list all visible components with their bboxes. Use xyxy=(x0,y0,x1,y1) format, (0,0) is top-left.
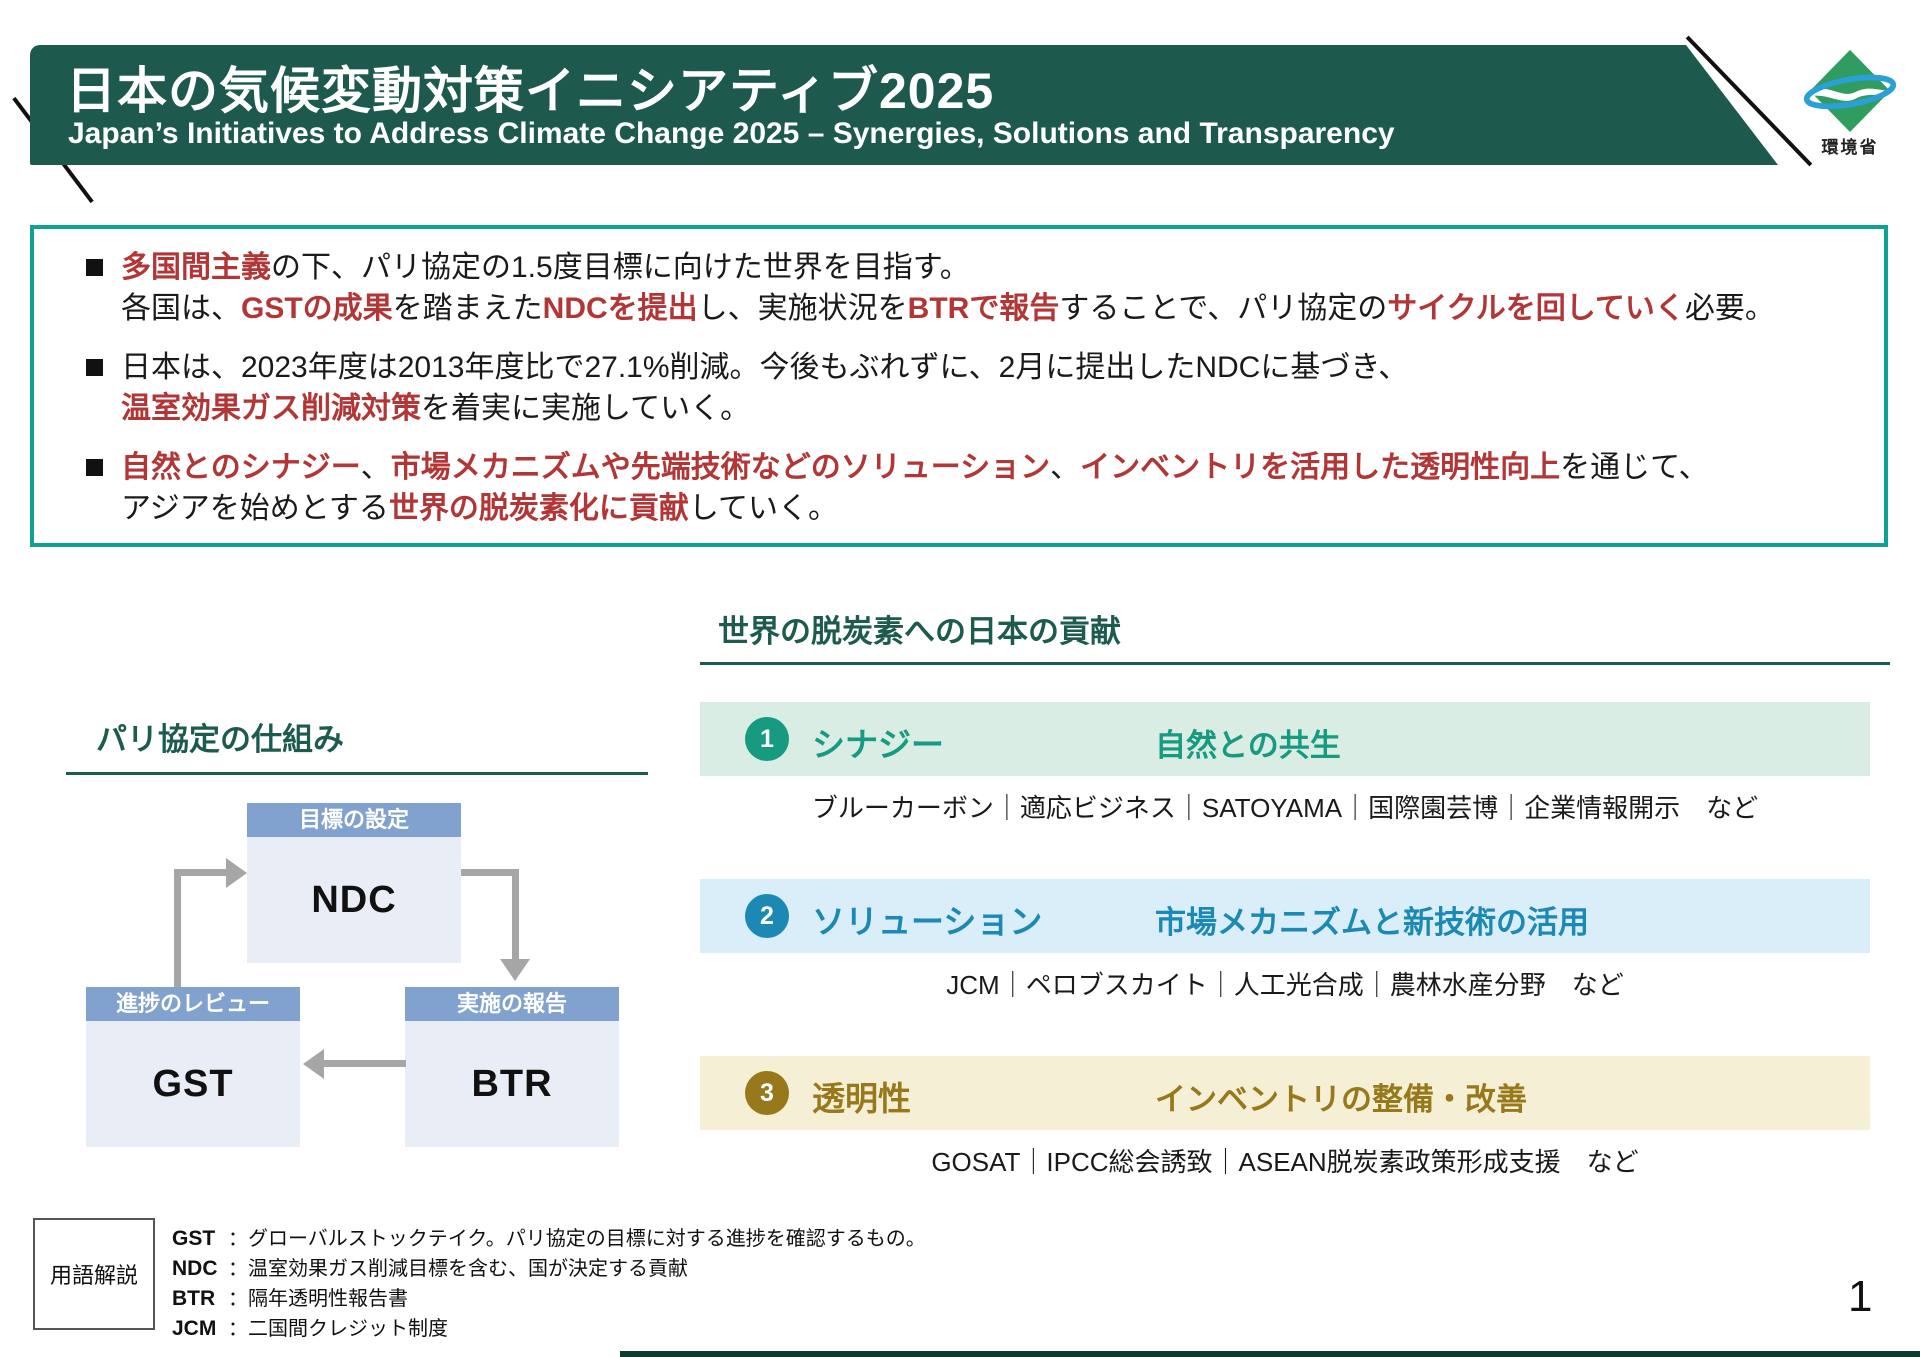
summary-bullet-1: 多国間主義の下、パリ協定の1.5度目標に向けた世界を目指す。 各国は、GSTの成… xyxy=(86,247,1854,329)
number-badge-1: 1 xyxy=(745,717,789,761)
glossary-separator: ： xyxy=(228,1228,248,1250)
glossary-separator: ： xyxy=(228,1288,248,1310)
arrow-gst-to-ndc-line xyxy=(174,869,226,876)
row-1-items: ブルーカーボン｜適応ビジネス｜SATOYAMA｜国際園芸博｜企業情報開示 など xyxy=(811,793,1759,823)
glossary-label: 用語解説 xyxy=(49,1263,138,1288)
row-2-items: JCM｜ペロブスカイト｜人工光合成｜農林水産分野 など xyxy=(946,970,1624,1000)
glossary-term: NDC xyxy=(172,1257,218,1280)
page-subtitle: Japan’s Initiatives to Address Climate C… xyxy=(68,117,1395,150)
row-3-title: 透明性 xyxy=(812,1080,911,1117)
glossary-definition: グローバルストックテイク。パリ協定の目標に対する進捗を確認するもの。 xyxy=(248,1228,926,1250)
glossary-term: BTR xyxy=(172,1287,216,1310)
glossary-row-ndc: NDC ：温室効果ガス削減目標を含む、国が決定する貢献 xyxy=(172,1254,926,1284)
glossary-definition: 温室効果ガス削減目標を含む、国が決定する貢献 xyxy=(248,1258,688,1280)
arrow-down-icon xyxy=(500,959,530,981)
bullet-2-line-1: 日本は、2023年度は2013年度比で27.1%削減。今後もぶれずに、2月に提出… xyxy=(121,351,1409,384)
bullet-3-line-2: アジアを始めとする世界の脱炭素化に貢献していく。 xyxy=(121,492,839,525)
bullet-3-line-1: 自然とのシナジー、市場メカニズムや先端技術などのソリューション、インベントリを活… xyxy=(121,451,1709,484)
glossary-row-btr: BTR ：隔年透明性報告書 xyxy=(172,1284,926,1314)
summary-bullet-3: 自然とのシナジー、市場メカニズムや先端技術などのソリューション、インベントリを活… xyxy=(86,447,1854,529)
bullet-square-icon xyxy=(86,259,103,276)
row-1-title: シナジー xyxy=(812,726,944,763)
row-2-title: ソリューション xyxy=(812,903,1043,940)
arrow-ndc-to-btr-line xyxy=(512,869,519,961)
number-badge-2: 2 xyxy=(745,894,789,938)
row-2-subtitle: 市場メカニズムと新技術の活用 xyxy=(1155,905,1589,940)
summary-box: 多国間主義の下、パリ協定の1.5度目標に向けた世界を目指す。 各国は、GSTの成… xyxy=(30,225,1888,547)
gst-box-label: 進捗のレビュー xyxy=(86,987,300,1021)
row-3-subtitle: インベントリの整備・改善 xyxy=(1155,1082,1527,1117)
page-number: 1 xyxy=(1848,1272,1873,1321)
btr-box-value: BTR xyxy=(471,1062,553,1105)
bullet-square-icon xyxy=(86,459,103,476)
contribution-row-solutions: 2 ソリューション 市場メカニズムと新技術の活用 xyxy=(700,879,1870,953)
contribution-heading-rule xyxy=(700,662,1890,665)
ministry-logo: 環境省 xyxy=(1798,48,1902,158)
arrow-btr-to-gst-line xyxy=(324,1060,406,1067)
ministry-of-environment-icon xyxy=(1803,49,1897,133)
glossary-row-gst: GST ：グローバルストックテイク。パリ協定の目標に対する進捗を確認するもの。 xyxy=(172,1224,926,1254)
paris-mechanism-rule xyxy=(66,772,648,775)
gst-box: 進捗のレビュー GST xyxy=(86,987,300,1147)
header-band: 日本の気候変動対策イニシアティブ2025 Japan’s Initiatives… xyxy=(30,45,1778,165)
ministry-name: 環境省 xyxy=(1821,138,1879,157)
glossary-definition: 二国間クレジット制度 xyxy=(248,1318,448,1340)
arrow-gst-to-ndc-line xyxy=(174,872,181,987)
glossary-label-box: 用語解説 xyxy=(33,1218,155,1330)
glossary-row-jcm: JCM ：二国間クレジット制度 xyxy=(172,1314,926,1344)
row-3-items: GOSAT｜IPCC総会誘致｜ASEAN脱炭素政策形成支援 など xyxy=(931,1147,1639,1177)
footer-accent-line xyxy=(620,1351,1920,1357)
btr-box-label: 実施の報告 xyxy=(405,987,619,1021)
arrow-ndc-to-btr-line xyxy=(461,869,519,876)
glossary-separator: ： xyxy=(228,1318,248,1340)
btr-box: 実施の報告 BTR xyxy=(405,987,619,1147)
row-1-subtitle: 自然との共生 xyxy=(1155,728,1341,763)
ndc-box: 目標の設定 NDC xyxy=(247,803,461,963)
bullet-2-line-2: 温室効果ガス削減対策を着実に実施していく。 xyxy=(121,392,751,425)
glossary-separator: ： xyxy=(228,1258,248,1280)
gst-box-value: GST xyxy=(152,1062,234,1105)
bullet-square-icon xyxy=(86,359,103,376)
bullet-1-line-1: 多国間主義の下、パリ協定の1.5度目標に向けた世界を目指す。 xyxy=(121,251,970,284)
glossary-term: JCM xyxy=(172,1317,217,1340)
arrow-right-icon xyxy=(226,858,247,888)
ndc-box-label: 目標の設定 xyxy=(247,803,461,837)
glossary-definition: 隔年透明性報告書 xyxy=(248,1288,408,1310)
summary-bullet-2: 日本は、2023年度は2013年度比で27.1%削減。今後もぶれずに、2月に提出… xyxy=(86,347,1854,429)
paris-mechanism-heading: パリ協定の仕組み xyxy=(96,722,344,757)
contribution-heading: 世界の脱炭素への日本の貢献 xyxy=(718,614,1121,649)
page-title: 日本の気候変動対策イニシアティブ2025 xyxy=(66,63,995,119)
number-badge-3: 3 xyxy=(745,1071,789,1115)
ndc-box-value: NDC xyxy=(311,878,397,921)
contribution-row-synergy: 1 シナジー 自然との共生 xyxy=(700,702,1870,776)
contribution-row-transparency: 3 透明性 インベントリの整備・改善 xyxy=(700,1056,1870,1130)
arrow-left-icon xyxy=(303,1049,324,1079)
bullet-1-line-2: 各国は、GSTの成果を踏まえたNDCを提出し、実施状況をBTRで報告することで、… xyxy=(121,292,1775,325)
glossary-term: GST xyxy=(172,1227,216,1250)
glossary-list: GST：グローバルストックテイク。パリ協定の目標に対する進捗を確認するもの。 N… xyxy=(172,1224,926,1344)
